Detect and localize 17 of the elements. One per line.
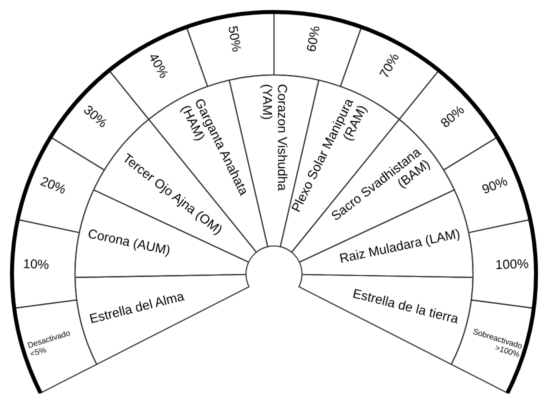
segment-label: 80% bbox=[438, 102, 468, 132]
ring-sector bbox=[297, 273, 474, 366]
sector-label: Raiz Muladara (LAM) bbox=[338, 227, 462, 268]
segment-label: 40% bbox=[144, 51, 171, 82]
segment-label: 30% bbox=[80, 102, 110, 132]
ring-sector bbox=[74, 273, 251, 366]
segment-label: 20% bbox=[38, 174, 68, 198]
segment-label: 90% bbox=[480, 174, 510, 198]
sector-label: Estrella de la tierra bbox=[351, 286, 460, 328]
segment-label: 50% bbox=[224, 25, 244, 54]
segment-label: 70% bbox=[377, 51, 404, 82]
sector-label: Corazon Vishudha (YAM) bbox=[259, 84, 289, 193]
sector-label: Corona (AUM) bbox=[86, 227, 172, 260]
segment-label: 60% bbox=[304, 25, 324, 54]
segment-label: 100% bbox=[494, 256, 529, 273]
segment-label: 10% bbox=[22, 256, 50, 273]
sector-label: Estrella del Alma bbox=[88, 289, 186, 328]
